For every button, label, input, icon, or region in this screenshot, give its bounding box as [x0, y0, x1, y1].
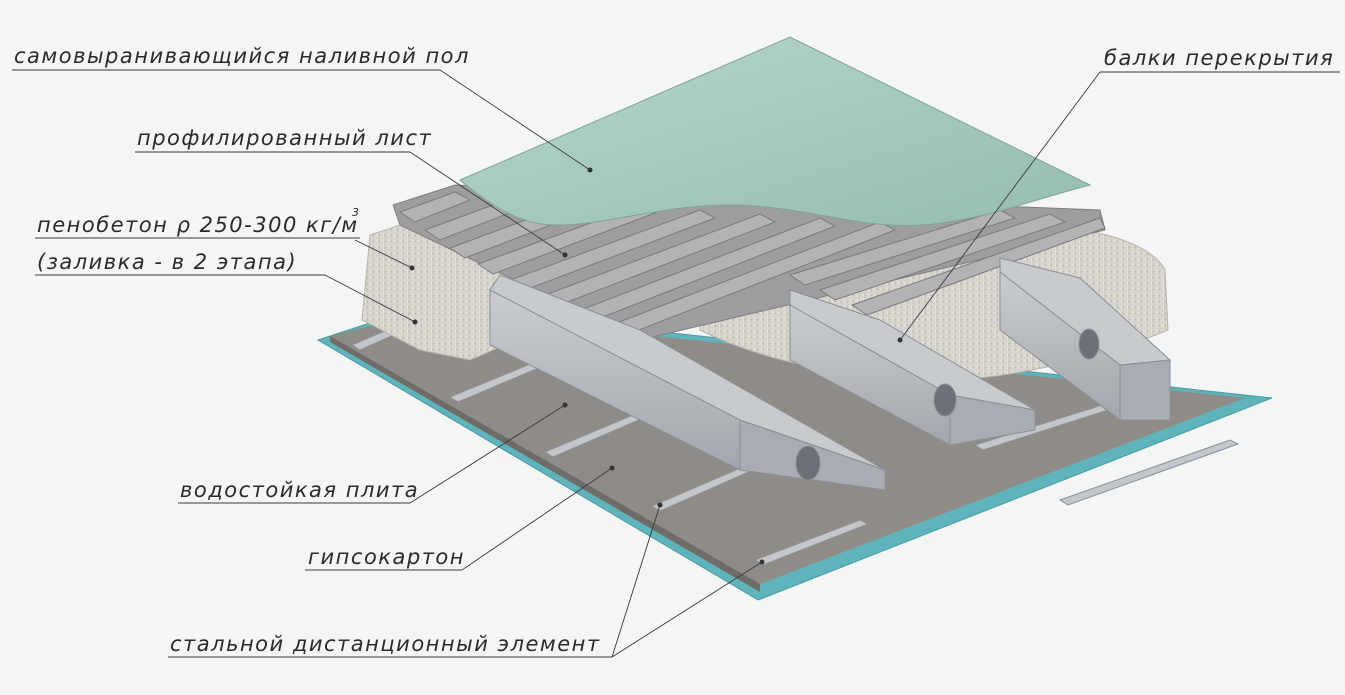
label-foam-concrete-superscript: 3: [352, 206, 361, 219]
leader-dots: [409, 167, 903, 565]
self-levelling-screed: [459, 36, 1092, 227]
label-drywall: гипсокартон: [308, 545, 465, 569]
label-foam-concrete: пенобетон ρ 250-300 кг/м: [37, 213, 359, 237]
label-steel-spacer: стальной дистанционный элемент: [170, 632, 601, 656]
floor-beam-flange: [949, 394, 1036, 446]
beam-hole: [933, 383, 957, 417]
label-foam-concrete-pour: (заливка - в 2 этапа): [37, 250, 297, 274]
floor-beams: [489, 257, 1172, 491]
label-profiled-sheet: профилированный лист: [137, 126, 432, 150]
label-water-board: водостойкая плита: [180, 478, 419, 502]
floor-beam-flange: [1119, 359, 1171, 421]
label-floor-beams: балки перекрытия: [1104, 46, 1334, 70]
steel-spacer: [1058, 439, 1240, 506]
beam-hole: [1078, 328, 1100, 360]
beam-hole: [795, 445, 821, 481]
leader-lines: [12, 69, 1340, 658]
label-floor-screed: самовыранивающийся наливной пол: [14, 44, 470, 68]
